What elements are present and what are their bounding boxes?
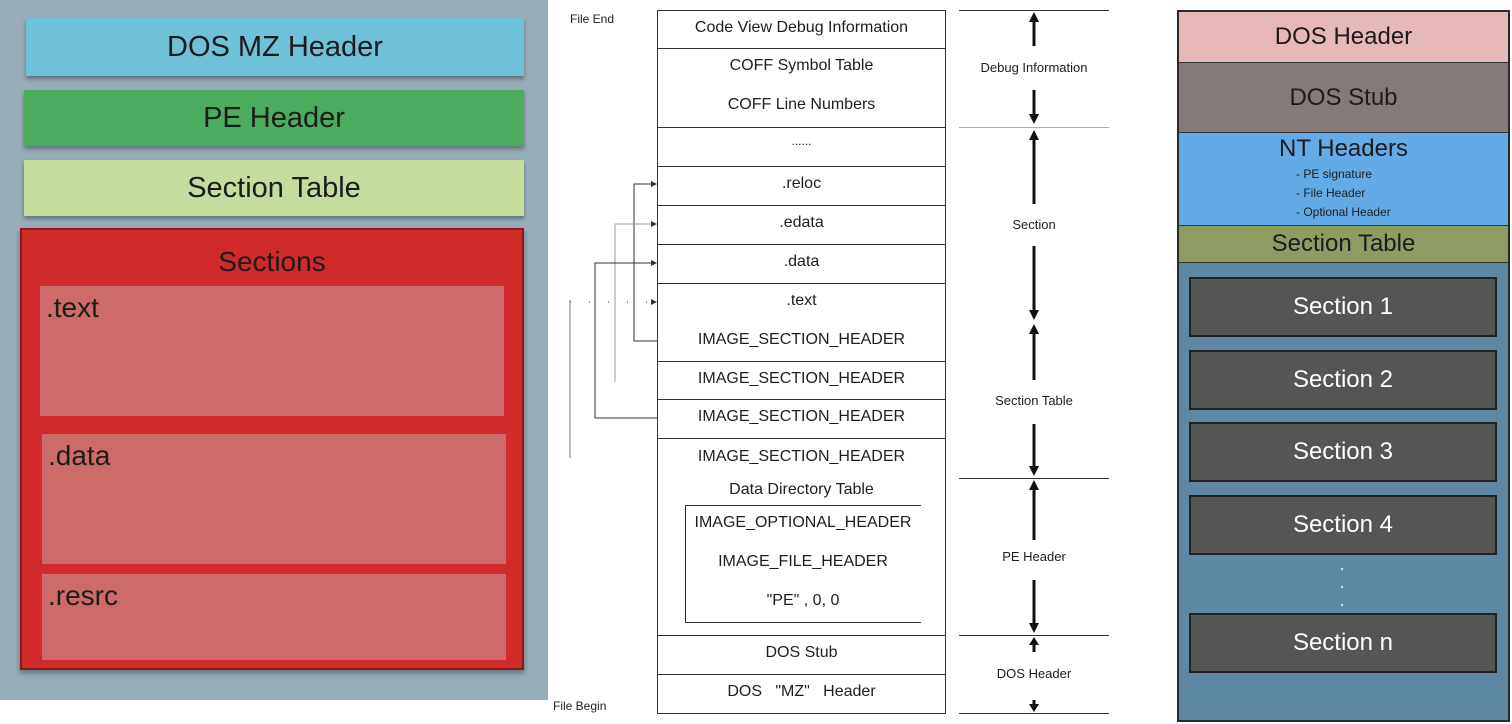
connector-data: [594, 262, 657, 419]
p3-dos-stub-label: DOS Stub: [1289, 83, 1398, 111]
dos-mz-header-block: DOS MZ Header: [26, 18, 524, 76]
section-data-label: .data: [48, 440, 111, 471]
p3-section-table-block: Section Table: [1179, 226, 1508, 263]
p3-section-2-label: Section 2: [1292, 366, 1394, 393]
cell-pe-signature: "PE" , 0, 0: [766, 592, 840, 609]
p3-continuation-dots: [1340, 567, 1344, 607]
pe-structure-panel: DOS Header DOS Stub NT Headers - PE sign…: [1177, 10, 1510, 722]
cell-dos-stub: DOS Stub: [765, 644, 838, 661]
p3-nt-item: - File Header: [1296, 186, 1366, 200]
region-label-pe-header: PE Header: [1002, 549, 1066, 564]
p3-section-n-label: Section n: [1292, 629, 1394, 656]
section-resrc: .resrc: [42, 574, 506, 660]
section-data: .data: [42, 434, 506, 564]
p3-section-n: Section n: [1189, 613, 1497, 673]
structure-column: [657, 10, 946, 714]
cell-codeview-debug: Code View Debug Information: [694, 19, 909, 36]
nt-header-inner-box: [685, 505, 921, 623]
row-divider: [657, 244, 946, 245]
sections-title: Sections: [218, 246, 326, 277]
cell-reloc: .reloc: [781, 175, 822, 192]
cell-image-file-header: IMAGE_FILE_HEADER: [718, 553, 888, 570]
p3-dos-header-label: DOS Header: [1274, 23, 1413, 50]
region-label-section-table: Section Table: [995, 393, 1073, 408]
p3-section-table-label: Section Table: [1271, 230, 1416, 257]
row-divider: [657, 361, 946, 362]
p3-nt-item: - PE signature: [1296, 167, 1373, 181]
cell-data: .data: [783, 253, 820, 270]
p3-section-4-label: Section 4: [1292, 511, 1394, 538]
row-divider: [657, 635, 946, 636]
row-divider: [657, 399, 946, 400]
p3-section-3: Section 3: [1189, 422, 1497, 482]
simple-pe-layout-panel: DOS MZ Header PE Header Section Table Se…: [0, 0, 548, 700]
arrow-text: [651, 299, 657, 305]
region-label-section: Section: [1012, 217, 1056, 232]
arrow-data: [651, 260, 657, 266]
region-divider: [959, 635, 1109, 636]
file-begin-label: File Begin: [553, 699, 607, 713]
cell-image-optional-header: IMAGE_OPTIONAL_HEADER: [694, 514, 912, 531]
section-text-label: .text: [46, 292, 99, 323]
p3-dos-header-block: DOS Header: [1179, 12, 1508, 63]
region-label-debug-information: Debug Information: [980, 60, 1088, 75]
cell-ellipsis: ......: [791, 134, 812, 148]
cell-text: .text: [786, 292, 817, 309]
row-divider: [657, 205, 946, 206]
row-divider: [657, 438, 946, 439]
row-divider: [657, 166, 946, 167]
p3-section-1-label: Section 1: [1292, 293, 1394, 320]
p3-section-1: Section 1: [1189, 277, 1497, 337]
section-resrc-label: .resrc: [48, 580, 118, 611]
p3-section-4: Section 4: [1189, 495, 1497, 555]
cell-coff-symbol-table: COFF Symbol Table: [729, 57, 874, 74]
section-header-connectors: [569, 181, 657, 458]
cell-section-header-3: IMAGE_SECTION_HEADER: [697, 370, 906, 387]
arrow-reloc: [651, 181, 657, 187]
cell-coff-line-numbers: COFF Line Numbers: [727, 96, 876, 113]
row-divider: [657, 283, 946, 284]
dos-mz-header-label: DOS MZ Header: [167, 30, 383, 63]
cell-data-directory-table: Data Directory Table: [729, 481, 874, 498]
p3-section-3-label: Section 3: [1292, 438, 1394, 465]
section-table-label: Section Table: [187, 171, 361, 204]
section-text: .text: [40, 286, 504, 416]
row-divider: [657, 48, 946, 49]
region-arrows: [1029, 12, 1039, 712]
file-end-label: File End: [570, 12, 615, 26]
p3-nt-headers-label: NT Headers: [1279, 135, 1408, 162]
p3-dos-stub-block: DOS Stub: [1179, 63, 1508, 133]
cell-section-header-1: IMAGE_SECTION_HEADER: [697, 448, 906, 465]
arrow-edata: [651, 221, 657, 227]
detailed-pe-layout-panel: File End File Begin Code View Debug Info…: [550, 0, 1110, 724]
row-divider: [657, 674, 946, 675]
p3-nt-headers-block: NT Headers - PE signature - File Header …: [1179, 133, 1508, 226]
region-label-dos-header: DOS Header: [996, 666, 1072, 681]
cell-section-header-4: IMAGE_SECTION_HEADER: [697, 331, 906, 348]
cell-section-header-2: IMAGE_SECTION_HEADER: [697, 408, 906, 425]
region-divider: [959, 127, 1109, 128]
section-table-block: Section Table: [24, 160, 524, 216]
pe-header-block: PE Header: [24, 90, 524, 146]
region-divider: [959, 713, 1109, 714]
connector-edata: [614, 223, 654, 382]
region-divider: [959, 10, 1109, 11]
cell-dos-mz-header: DOS "MZ" Header: [727, 683, 876, 700]
row-divider: [657, 127, 946, 128]
p3-section-2: Section 2: [1189, 350, 1497, 410]
region-divider: [959, 478, 1109, 479]
p3-nt-item: - Optional Header: [1296, 205, 1391, 219]
pe-header-label: PE Header: [203, 101, 345, 134]
cell-edata: .edata: [779, 214, 824, 231]
sections-block: Sections .text .data .resrc: [20, 228, 524, 670]
